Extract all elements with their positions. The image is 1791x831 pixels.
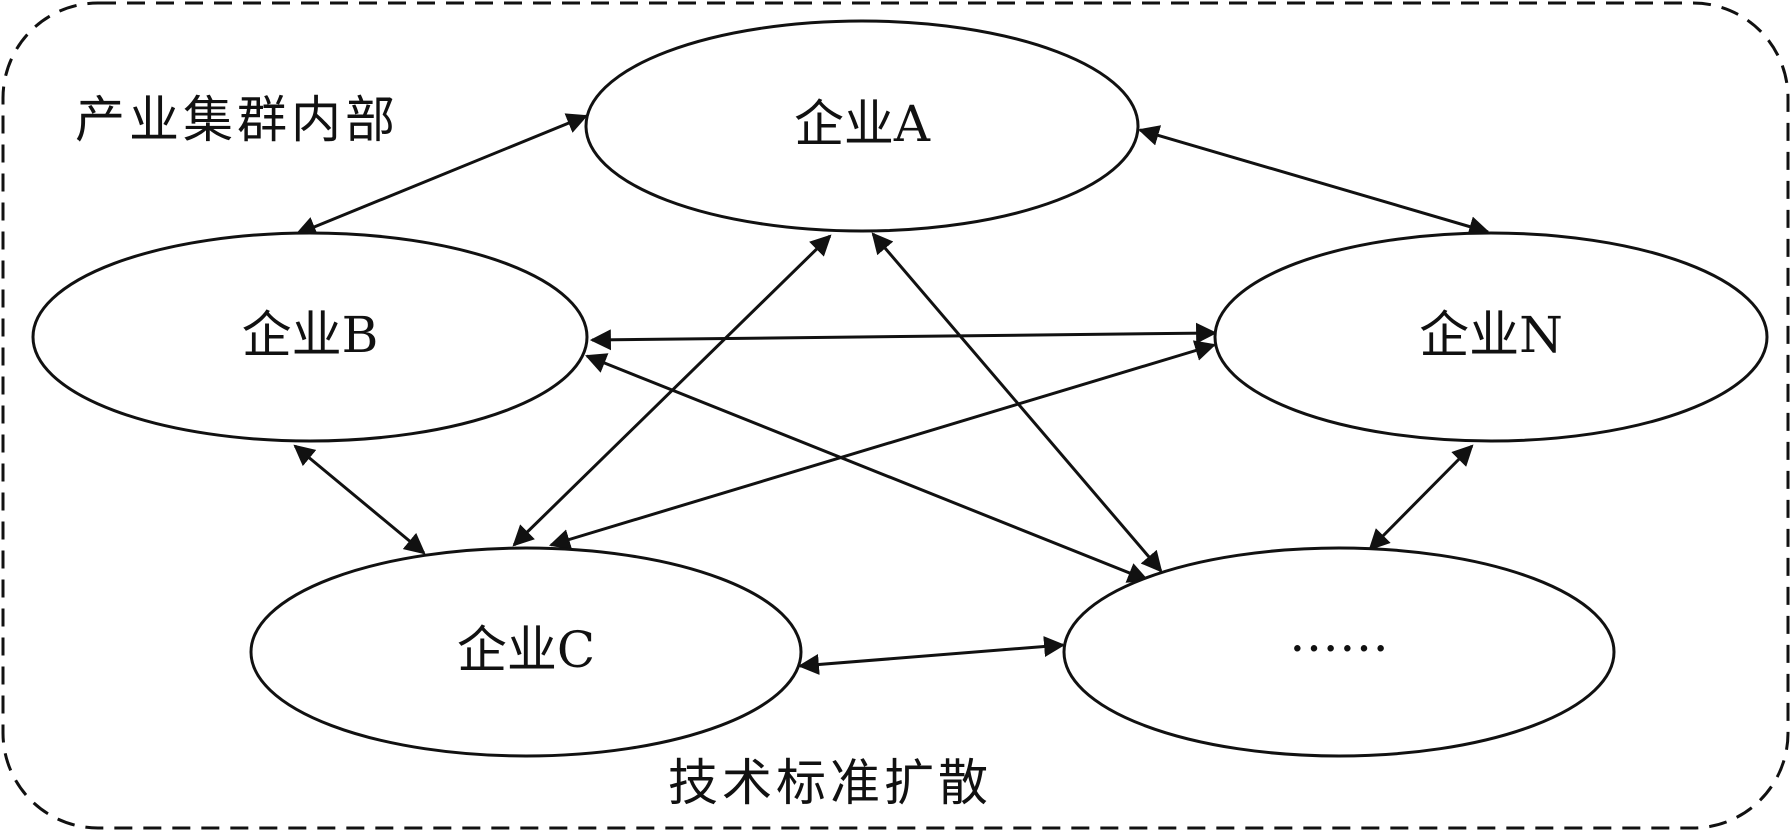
region-label: 产业集群内部 (75, 91, 399, 149)
edge-group (293, 113, 1491, 675)
node-c-shape (249, 546, 803, 758)
node-a: 企业A (584, 19, 1140, 233)
node-c-label: 企业C (457, 621, 595, 679)
node-b: 企业B (31, 231, 589, 443)
edge-n-c (548, 340, 1217, 550)
edge-b-n (589, 322, 1218, 351)
node-b-label: 企业B (242, 306, 379, 364)
edge-a-etc (871, 232, 1163, 573)
diagram-caption: 技术标准扩散 (668, 754, 992, 812)
node-b-shape (31, 231, 589, 443)
node-c: 企业C (249, 546, 803, 758)
edge-n-etc (1368, 444, 1474, 551)
node-n-label: 企业N (1419, 306, 1563, 364)
node-a-label: 企业A (794, 95, 931, 153)
node-n-shape (1213, 231, 1769, 443)
node-n: 企业N (1213, 231, 1769, 443)
node-a-shape (584, 19, 1140, 233)
node-etc-shape (1062, 546, 1616, 758)
edge-c-etc (797, 636, 1066, 675)
edge-b-c (293, 444, 426, 555)
edge-a-b (295, 113, 588, 237)
edge-a-n (1137, 125, 1491, 237)
node-etc: …… (1062, 546, 1616, 758)
node-etc-label: …… (1289, 605, 1389, 663)
